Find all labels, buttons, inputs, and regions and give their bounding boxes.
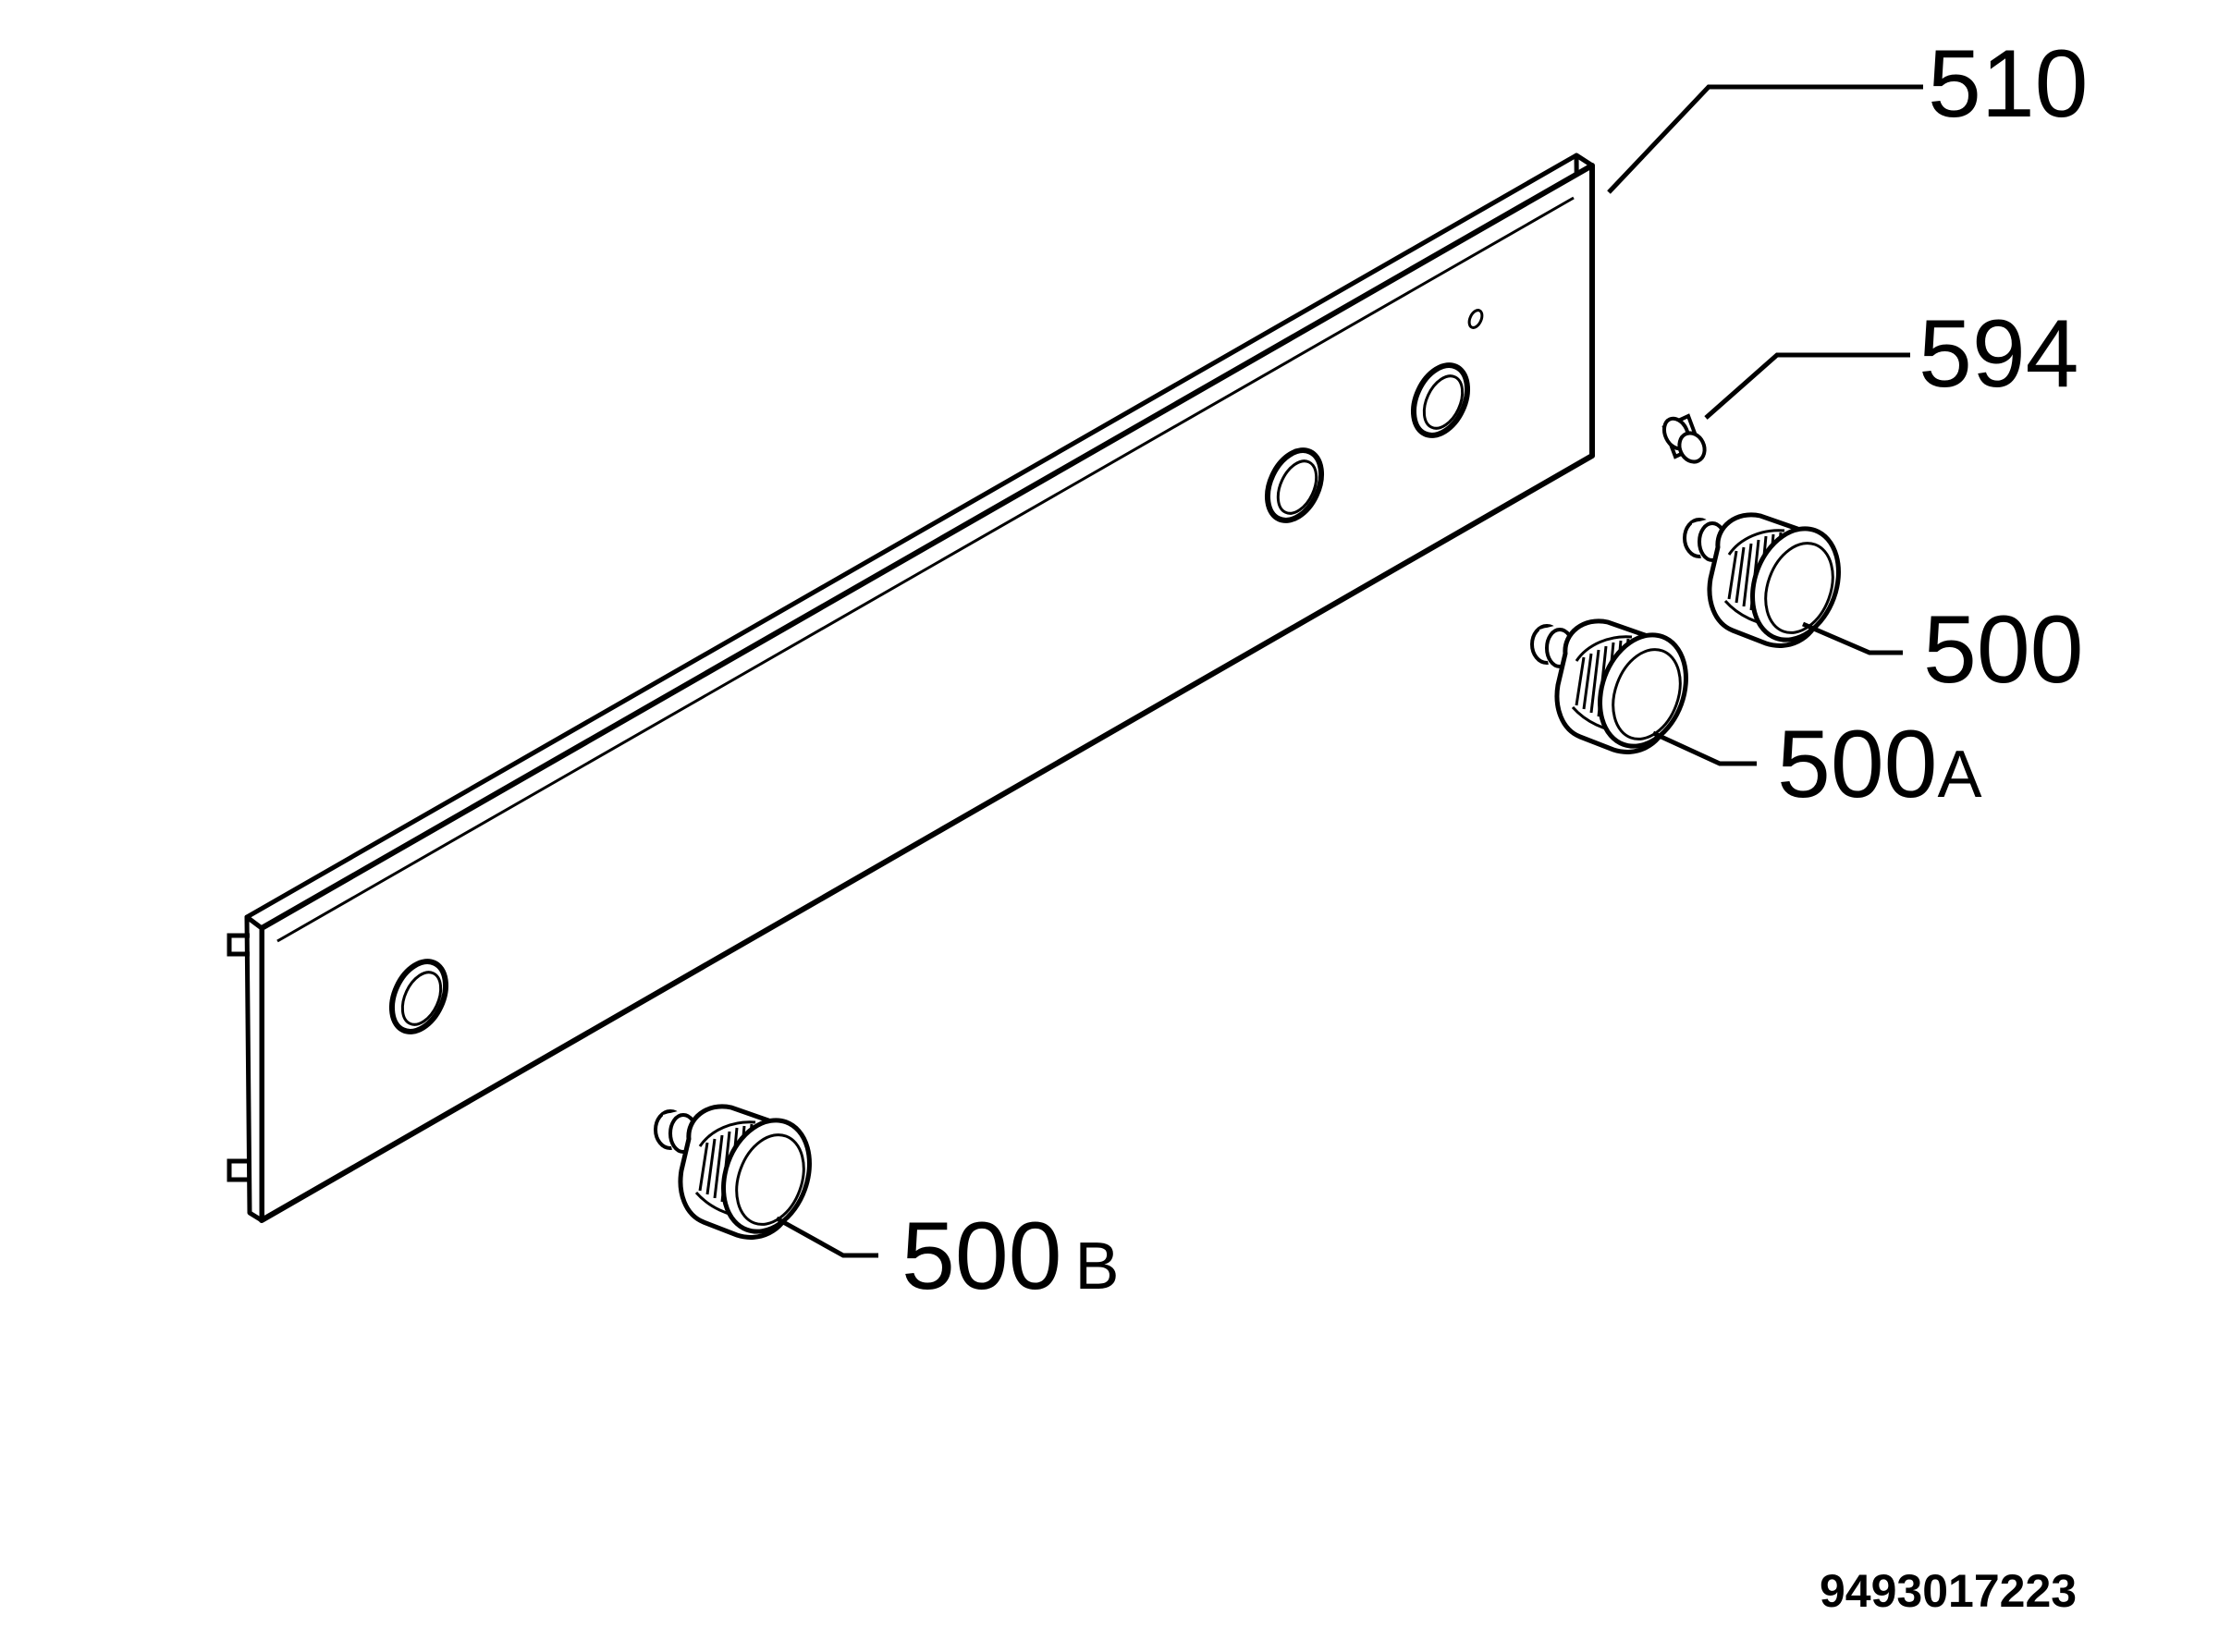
label-510: 510	[1928, 31, 2089, 138]
label-500a-number: 500	[1777, 711, 1938, 818]
panel-hole	[1410, 362, 1471, 438]
label-500: 500	[1923, 596, 2084, 704]
label-500a-suffix: A	[1938, 738, 1982, 812]
leader-510	[1607, 84, 1923, 194]
leader-500	[1802, 621, 1903, 655]
label-500b-suffix: B	[1075, 1230, 1120, 1303]
label-500a: 500A	[1777, 711, 1982, 818]
drawing-code: 9493017223	[1820, 1565, 2077, 1617]
leader-500b	[775, 1216, 878, 1258]
leader-lines	[775, 84, 1923, 1258]
knob-500	[1685, 515, 1854, 652]
panel-hole	[388, 959, 449, 1034]
knob-500a	[1532, 621, 1701, 758]
leader-594	[1704, 352, 1910, 420]
control-panel	[227, 153, 1595, 1223]
indicator-hole	[1467, 309, 1484, 329]
label-500b-number: 500	[901, 1203, 1062, 1310]
panel-hole	[1264, 447, 1325, 523]
label-594: 594	[1919, 300, 2079, 408]
indicator-lens	[1661, 413, 1707, 464]
knob-500b	[656, 1107, 825, 1243]
leader-500a	[1651, 730, 1757, 766]
